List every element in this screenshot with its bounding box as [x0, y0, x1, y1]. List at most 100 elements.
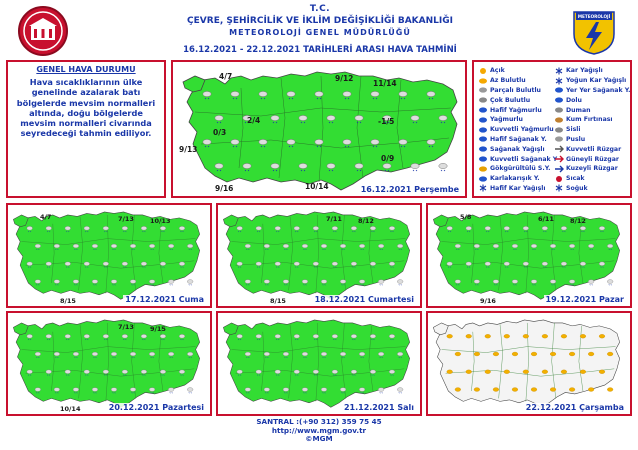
- province-border: [471, 331, 475, 392]
- footer-url[interactable]: http://www.mgm.gov.tr: [271, 425, 367, 435]
- snow-cloud-icon: [503, 261, 510, 268]
- legend-label: Karlakarışık Y.: [490, 175, 540, 183]
- temp-label: 5/8: [460, 213, 472, 221]
- snow-cloud-icon: [83, 334, 90, 341]
- footer-phone: SANTRAL :(+90 312) 359 75 45: [256, 417, 382, 426]
- snow-cloud-icon: [286, 91, 296, 100]
- legend-item: Soğuk: [554, 184, 632, 194]
- snow-cloud-icon: [282, 243, 289, 250]
- meteoroloji-logo: METEOROLOJİ: [570, 4, 618, 56]
- thrace-region: [13, 214, 29, 228]
- sun-icon: [530, 387, 538, 392]
- snow-cloud-icon: [140, 226, 147, 233]
- map-day5[interactable]: 7/13 9/15 10/14 20.12.2021 Pazartesi: [6, 311, 212, 416]
- temp-label: 9/12: [335, 74, 354, 83]
- turkey-map-day3: [223, 211, 410, 300]
- legend-item: Hafif Sağanak Y.: [478, 135, 556, 145]
- province-border: [200, 137, 450, 149]
- snow-cloud-icon: [34, 351, 41, 358]
- snow-cloud-icon: [369, 261, 376, 268]
- legend-item: Gökgürültülü S.Y.: [478, 164, 556, 174]
- snow-cloud-icon: [202, 139, 212, 148]
- province-border: [25, 368, 195, 377]
- map-date-label: 21.12.2021 Salı: [341, 403, 416, 412]
- snow-cloud-icon: [331, 334, 338, 341]
- sun-icon: [598, 334, 606, 339]
- snow-cloud-icon: [53, 243, 60, 250]
- snow-cloud-icon: [382, 163, 392, 172]
- map-day3[interactable]: 7/11 8/12 8/15 18.12.2021 Cumartesi: [216, 203, 422, 308]
- sun-icon: [446, 369, 453, 374]
- temp-label: 7/13: [118, 323, 134, 331]
- province-border: [498, 324, 503, 399]
- snow-cloud-icon: [522, 261, 529, 268]
- snow-cloud-icon: [301, 387, 308, 394]
- sun-icon: [550, 351, 557, 357]
- map-day7[interactable]: 22.12.2021 Çarşamba: [426, 311, 632, 416]
- partly-sunny-icon: [478, 77, 488, 85]
- province-border: [261, 223, 265, 284]
- legend-label: Sıcak: [566, 175, 585, 183]
- sun-icon: [465, 334, 472, 339]
- header: T.C. ÇEVRE, ŞEHİRCİLİK VE İKLİM DEĞİŞİKL…: [0, 0, 638, 58]
- snow-cloud-icon: [320, 243, 328, 250]
- snow-cloud-icon: [560, 261, 567, 268]
- fog-icon: [554, 126, 564, 134]
- turkey-landmass: [435, 211, 620, 300]
- snow-cloud-icon: [326, 115, 336, 124]
- map-day6[interactable]: 21.12.2021 Salı: [216, 311, 422, 416]
- snow-cloud-icon: [244, 387, 251, 394]
- snow-cloud-icon: [34, 387, 41, 394]
- sun-icon: [511, 351, 518, 357]
- snow-cloud-icon: [64, 261, 71, 268]
- map-day2[interactable]: 4/7 7/13 10/13 8/15 17.12.2021 Cuma: [6, 203, 212, 308]
- snow-cloud-icon: [53, 279, 60, 286]
- snow-cloud-icon: [446, 226, 453, 233]
- general-weather-box: GENEL HAVA DURUMU Hava sıcaklıklarının ü…: [6, 60, 166, 198]
- sun-icon: [607, 387, 614, 392]
- map-day4[interactable]: 5/8 6/11 8/12 9/16 19.12.2021 Pazar: [426, 203, 632, 308]
- snow-cloud-icon: [446, 261, 453, 268]
- snow-cloud-icon: [255, 226, 262, 233]
- snow-cloud-icon: [159, 226, 166, 233]
- snow-cloud-icon: [312, 226, 319, 233]
- snow-cloud-icon: [314, 139, 324, 148]
- snow-cloud-icon: [45, 369, 52, 376]
- map-day1[interactable]: 4/7 9/12 11/14 0/3 2/4 -1/5 9/13 0/9 9/1…: [171, 60, 467, 198]
- snow-cloud-icon: [350, 226, 357, 233]
- snow-cloud-icon: [110, 243, 118, 250]
- temp-label: 7/11: [326, 215, 342, 223]
- legend-item: Yer Yer Sağanak Y.: [554, 86, 632, 96]
- snow-cloud-icon: [102, 369, 109, 376]
- snow-cloud-icon: [72, 243, 79, 250]
- thrace-region: [433, 214, 449, 228]
- snow-cloud-icon: [255, 334, 262, 341]
- snow-cloud-icon: [130, 351, 137, 358]
- legend-label: Az Bulutlu: [490, 77, 526, 85]
- sun-icon: [492, 351, 499, 357]
- thrace-region: [433, 322, 449, 336]
- sun-icon: [530, 351, 538, 357]
- province-border: [551, 322, 556, 399]
- snow-cloud-icon: [255, 261, 262, 268]
- province-border: [51, 331, 55, 392]
- snow-cloud-icon: [484, 261, 491, 268]
- snow-cloud-icon: [484, 226, 491, 233]
- snow-cloud-icon: [354, 163, 364, 172]
- snow-cloud-icon: [121, 226, 128, 233]
- snow-cloud-icon: [378, 243, 385, 250]
- snow-cloud-icon: [53, 387, 60, 394]
- snow-cloud-icon: [298, 163, 308, 172]
- snow-cloud-icon: [230, 91, 240, 100]
- temp-label: 8/12: [570, 217, 586, 225]
- scattered-shower-icon: [554, 86, 564, 94]
- snow-cloud-icon: [214, 163, 224, 172]
- legend-item: Duman: [554, 105, 632, 115]
- sun-icon: [569, 387, 576, 392]
- temp-label: 9/15: [150, 325, 166, 333]
- province-border: [445, 260, 615, 269]
- snow-cloud-icon: [410, 115, 420, 124]
- snow-cloud-icon: [263, 387, 270, 394]
- province-border: [551, 214, 556, 291]
- legend-label: Gökgürültülü S.Y.: [490, 165, 551, 173]
